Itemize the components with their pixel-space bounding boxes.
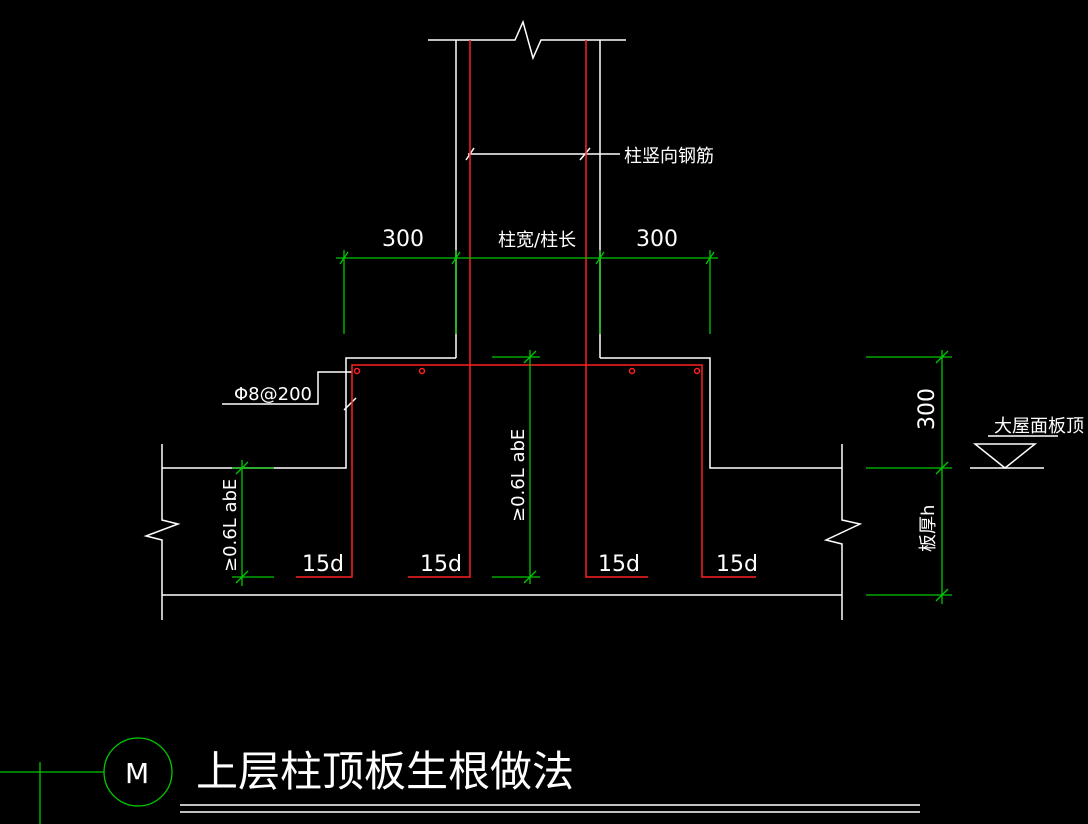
- dim-300-vertical-label: 300: [915, 388, 940, 430]
- stirrup-leader: [222, 371, 352, 405]
- anchor-center-label: ≥0.6L abE: [508, 429, 529, 522]
- title-circle-letter: M: [125, 757, 149, 790]
- dim-tick: [935, 588, 949, 602]
- hook-label-2: 15d: [420, 552, 462, 577]
- bar-dot: [628, 367, 636, 375]
- hook-label-1: 15d: [302, 552, 344, 577]
- anchor-left-label: ≥0.6L abE: [220, 479, 241, 572]
- dim-tick: [523, 350, 537, 364]
- left-break-line: [143, 444, 181, 620]
- roof-level-triangle: [972, 443, 1038, 469]
- title-underlines: [180, 804, 920, 813]
- hook-label-4: 15d: [716, 552, 758, 577]
- dim-right-label: 300: [636, 227, 678, 252]
- dim-tick: [523, 570, 537, 584]
- right-break-line: [823, 444, 863, 620]
- dim-tick: [935, 350, 949, 364]
- bar-dot: [418, 367, 426, 375]
- dim-tick: [235, 570, 249, 584]
- bar-dot: [353, 367, 361, 375]
- top-break-line: [428, 19, 626, 61]
- base-outline-right: [600, 357, 842, 469]
- vertical-bar-label: 柱竖向钢筋: [624, 146, 714, 167]
- annotations: 柱竖向钢筋 300 柱宽/柱长 300 Φ8@200 ≥0.6L abE ≥0.…: [125, 146, 1084, 796]
- concrete-outline: [143, 19, 1058, 620]
- stirrup-tick: [343, 397, 357, 411]
- stirrup-label: Φ8@200: [234, 384, 312, 405]
- dim-tick: [935, 461, 949, 475]
- dim-tick: [705, 251, 715, 265]
- hook-label-3: 15d: [598, 552, 640, 577]
- inner-bar-right: [585, 365, 648, 578]
- slab-thickness-label: 板厚h: [918, 505, 939, 552]
- dim-tick: [595, 251, 605, 265]
- dim-tick: [339, 251, 349, 265]
- dim-tick: [235, 461, 249, 475]
- dim-center-label: 柱宽/柱长: [498, 230, 576, 251]
- inner-bar-left: [408, 365, 471, 578]
- dim-left-label: 300: [382, 227, 424, 252]
- drawing-title: 上层柱顶板生根做法: [196, 747, 574, 796]
- roof-top-label: 大屋面板顶: [994, 416, 1084, 437]
- dim-tick: [451, 251, 461, 265]
- vertical-bar-tick-2: [579, 147, 591, 161]
- dimension-lines: [0, 250, 952, 824]
- title-circle: [103, 737, 173, 807]
- base-outline: [162, 357, 456, 469]
- rebar-group: [296, 40, 756, 578]
- bar-dot: [693, 367, 701, 375]
- outer-u-bar: [296, 364, 756, 578]
